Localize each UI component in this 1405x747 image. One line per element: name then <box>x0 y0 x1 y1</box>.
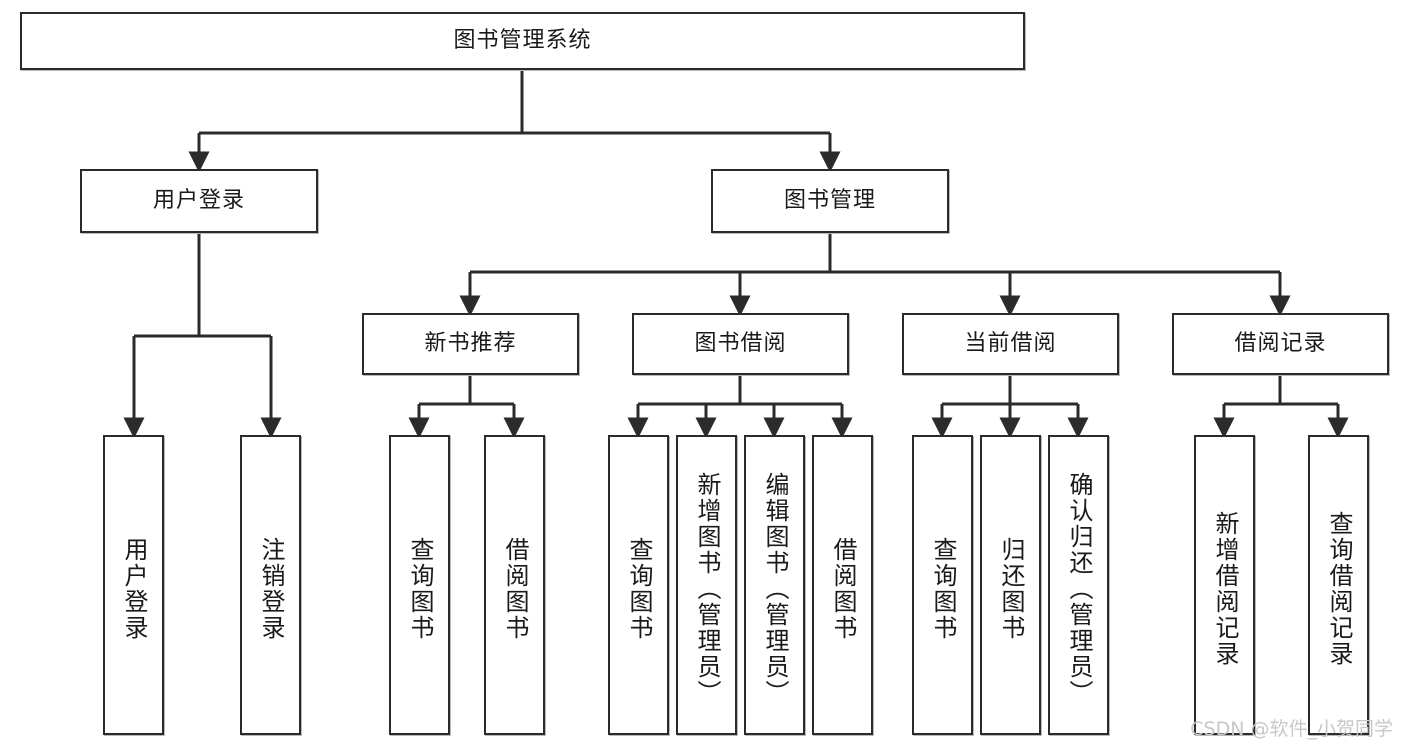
leaf-book-borrow-add[interactable]: 新增图书（管理员） <box>676 435 737 735</box>
leaf-user-login-login[interactable]: 用户登录 <box>103 435 164 735</box>
leaf-book-borrow-add-label: 新增图书（管理员） <box>692 472 721 706</box>
leaf-new-book-query-label: 查询图书 <box>405 537 434 641</box>
leaf-current-borrow-return-label: 归还图书 <box>996 537 1025 641</box>
leaf-borrow-record-query-label: 查询借阅记录 <box>1324 511 1353 667</box>
leaf-borrow-record-query[interactable]: 查询借阅记录 <box>1308 435 1369 735</box>
leaf-current-borrow-query-label: 查询图书 <box>928 537 957 641</box>
leaf-user-login-login-label: 用户登录 <box>119 537 148 641</box>
leaf-current-borrow-confirm-label: 确认归还（管理员） <box>1064 472 1093 706</box>
leaf-book-borrow-query[interactable]: 查询图书 <box>608 435 669 735</box>
node-user-login[interactable]: 用户登录 <box>80 169 318 233</box>
leaf-borrow-record-add-label: 新增借阅记录 <box>1210 511 1239 667</box>
leaf-new-book-query[interactable]: 查询图书 <box>389 435 450 735</box>
node-borrow-record[interactable]: 借阅记录 <box>1172 313 1389 375</box>
node-root-system[interactable]: 图书管理系统 <box>20 12 1025 70</box>
node-new-book-recommend[interactable]: 新书推荐 <box>362 313 579 375</box>
node-root-system-label: 图书管理系统 <box>453 27 592 53</box>
node-book-borrow[interactable]: 图书借阅 <box>632 313 849 375</box>
leaf-current-borrow-query[interactable]: 查询图书 <box>912 435 973 735</box>
node-book-borrow-label: 图书借阅 <box>694 330 787 356</box>
leaf-new-book-borrow-label: 借阅图书 <box>500 537 529 641</box>
csdn-watermark: CSDN @软件_小贺同学 <box>1190 718 1393 740</box>
leaf-new-book-borrow[interactable]: 借阅图书 <box>484 435 545 735</box>
leaf-book-borrow-borrow-label: 借阅图书 <box>828 537 857 641</box>
node-current-borrow-label: 当前借阅 <box>964 330 1057 356</box>
node-user-login-label: 用户登录 <box>152 187 245 213</box>
node-book-management[interactable]: 图书管理 <box>711 169 949 233</box>
leaf-book-borrow-query-label: 查询图书 <box>624 537 653 641</box>
node-book-management-label: 图书管理 <box>783 187 876 213</box>
node-new-book-recommend-label: 新书推荐 <box>424 330 517 356</box>
leaf-user-login-logout[interactable]: 注销登录 <box>240 435 301 735</box>
leaf-book-borrow-edit[interactable]: 编辑图书（管理员） <box>744 435 805 735</box>
leaf-current-borrow-confirm[interactable]: 确认归还（管理员） <box>1048 435 1109 735</box>
leaf-borrow-record-add[interactable]: 新增借阅记录 <box>1194 435 1255 735</box>
node-borrow-record-label: 借阅记录 <box>1234 330 1327 356</box>
leaf-book-borrow-borrow[interactable]: 借阅图书 <box>812 435 873 735</box>
leaf-book-borrow-edit-label: 编辑图书（管理员） <box>760 472 789 706</box>
leaf-current-borrow-return[interactable]: 归还图书 <box>980 435 1041 735</box>
node-current-borrow[interactable]: 当前借阅 <box>902 313 1119 375</box>
leaf-user-login-logout-label: 注销登录 <box>256 537 285 641</box>
